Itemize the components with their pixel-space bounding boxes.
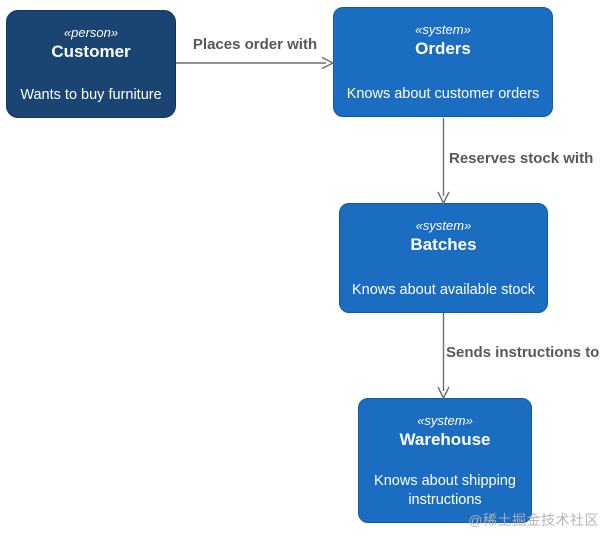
arrowhead-down-icon xyxy=(437,191,450,205)
node-batches-stereotype: «system» xyxy=(415,218,472,233)
arrow-batches-to-warehouse xyxy=(437,313,450,400)
edge-label-sends-instructions-to: Sends instructions to xyxy=(446,344,600,361)
node-customer-stereotype: «person» xyxy=(63,25,119,40)
node-batches-description: Knows about available stock xyxy=(352,282,535,298)
node-warehouse-title: Warehouse xyxy=(399,430,491,449)
edge-label-reserves-stock-with: Reserves stock with xyxy=(449,150,594,167)
node-batches: «system» Batches Knows about available s… xyxy=(339,203,548,313)
arrowhead-right-icon xyxy=(321,56,335,70)
node-orders-description: Knows about customer orders xyxy=(346,86,540,102)
node-warehouse: «system» Warehouse Knows about shipping … xyxy=(358,398,532,523)
node-customer: «person» Customer Wants to buy furniture xyxy=(6,10,176,118)
watermark: @稀土掘金技术社区 xyxy=(468,512,599,528)
node-batches-title: Batches xyxy=(410,235,477,254)
node-warehouse-description: Knows about shipping instructions xyxy=(374,473,516,508)
arrow-customer-to-orders xyxy=(176,56,335,70)
arrowhead-down-icon xyxy=(437,386,450,400)
node-warehouse-stereotype: «system» xyxy=(417,413,473,428)
node-orders: «system» Orders Knows about customer ord… xyxy=(333,7,553,117)
node-customer-description: Wants to buy furniture xyxy=(20,87,162,103)
arrow-orders-to-batches xyxy=(437,118,450,205)
node-orders-stereotype: «system» xyxy=(415,22,471,37)
edge-label-places-order-with: Places order with xyxy=(192,36,318,53)
node-orders-title: Orders xyxy=(415,39,471,58)
node-customer-title: Customer xyxy=(51,42,131,61)
